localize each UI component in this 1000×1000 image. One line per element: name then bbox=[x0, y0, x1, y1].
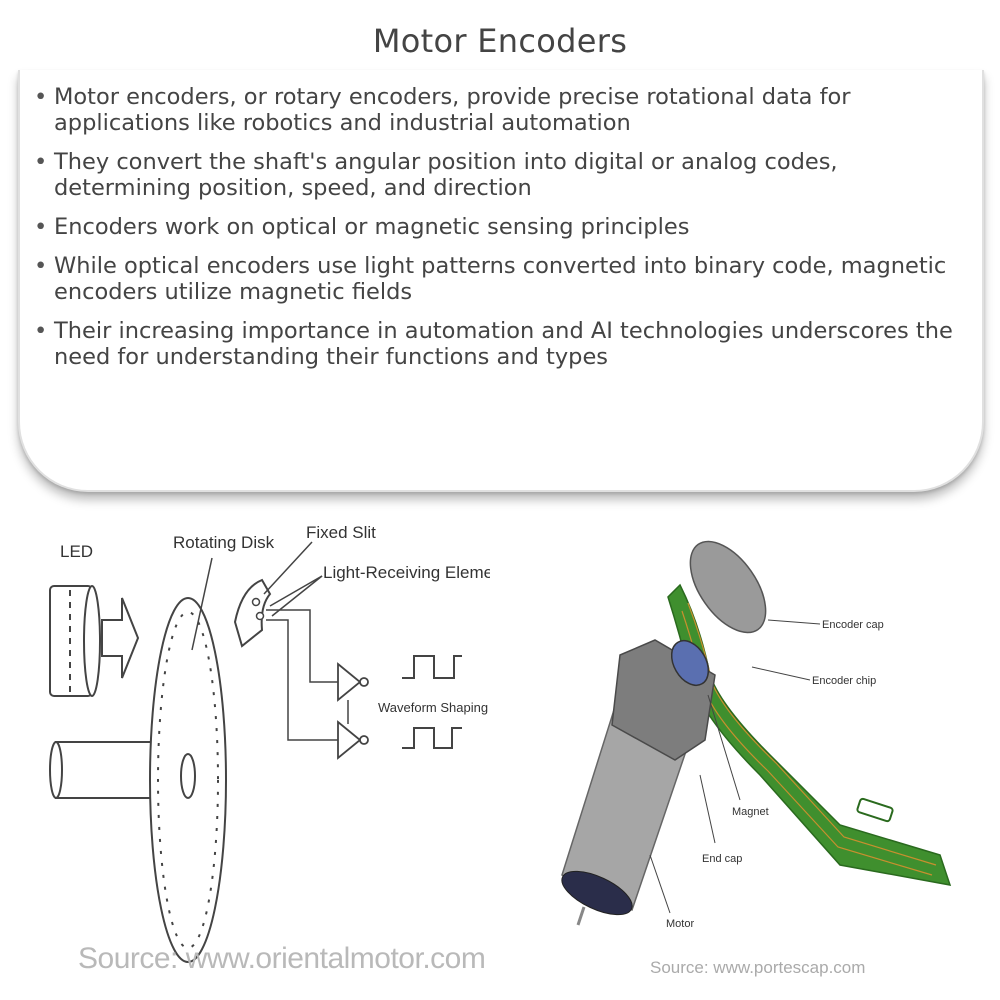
page-title: Motor Encoders bbox=[372, 22, 628, 60]
signal-wiring bbox=[266, 609, 349, 741]
source-credit-left: Source: www.orientalmotor.com bbox=[78, 942, 486, 975]
label-leaders bbox=[649, 619, 821, 914]
square-wave-output bbox=[402, 655, 462, 749]
light-receiving-leader bbox=[269, 575, 323, 607]
fixed-slit bbox=[233, 578, 272, 648]
waveform-label: Waveform Shaping Circuit bbox=[378, 700, 490, 715]
bullet-item: Their increasing importance in automatio… bbox=[34, 318, 964, 370]
encoder-chip-label: Encoder chip bbox=[812, 675, 876, 687]
led-component bbox=[49, 585, 101, 697]
bullet-item: While optical encoders use light pattern… bbox=[34, 253, 964, 305]
magnet-label: Magnet bbox=[732, 806, 769, 818]
light-receiving-label: Light-Receiving Element bbox=[323, 563, 490, 582]
rotating-disk-leader bbox=[191, 557, 213, 651]
rotating-disk-label: Rotating Disk bbox=[173, 533, 275, 552]
rotating-disk bbox=[149, 597, 227, 963]
bullet-item: Encoders work on optical or magnetic sen… bbox=[34, 214, 964, 240]
encoder-cap bbox=[689, 540, 767, 634]
waveform-shaping-circuit bbox=[337, 662, 369, 760]
magnetic-encoder-diagram: Encoder cap Encoder chip Magnet End cap … bbox=[561, 540, 952, 930]
shaft bbox=[49, 741, 167, 799]
source-credit-right: Source: www.portescap.com bbox=[650, 958, 866, 977]
motor-label: Motor bbox=[666, 918, 694, 930]
bullet-item: Motor encoders, or rotary encoders, prov… bbox=[34, 84, 964, 136]
bullet-list: Motor encoders, or rotary encoders, prov… bbox=[34, 84, 964, 383]
magnet bbox=[670, 639, 710, 687]
end-cap-label: End cap bbox=[702, 853, 742, 865]
led-label: LED bbox=[60, 542, 93, 561]
encoder-cap-label: Encoder cap bbox=[822, 619, 884, 631]
fixed-slit-label: Fixed Slit bbox=[306, 523, 376, 542]
encoder-pcb bbox=[667, 583, 952, 886]
light-arrow bbox=[101, 597, 140, 679]
bullet-item: They convert the shaft's angular positio… bbox=[34, 149, 964, 201]
optical-encoder-diagram: LED Rotating Disk Fixed Slit Light-Recei… bbox=[49, 523, 490, 963]
fixed-slit-leader bbox=[263, 541, 313, 595]
